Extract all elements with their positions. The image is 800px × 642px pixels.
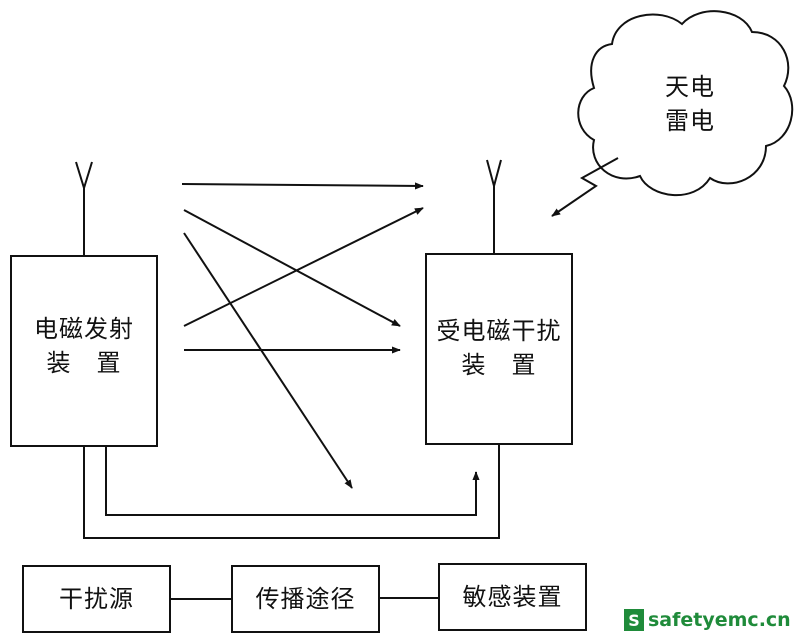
cloud-label-line2: 雷电 bbox=[665, 107, 715, 135]
transmitter-label-line2: 装 置 bbox=[46, 349, 122, 377]
receiver-antenna-icon bbox=[486, 159, 502, 254]
receiver-label-line2: 装 置 bbox=[461, 351, 537, 379]
watermark-logo-icon: S bbox=[624, 609, 644, 631]
radiation-arrow-cross-up bbox=[183, 207, 424, 327]
receiver-label-line1: 受电磁干扰 bbox=[436, 317, 562, 345]
watermark-text: safetyemc.cn bbox=[648, 609, 791, 631]
legend-sensitive-label: 敏感装置 bbox=[462, 583, 563, 611]
radiation-arrow-cross-down bbox=[183, 209, 401, 327]
watermark: S safetyemc.cn bbox=[624, 606, 791, 634]
legend-source-label: 干扰源 bbox=[59, 585, 134, 613]
transmitter-label-line1: 电磁发射 bbox=[34, 315, 134, 343]
cloud-label: 天电 雷电 bbox=[640, 70, 740, 138]
legend-path-label: 传播途径 bbox=[255, 585, 356, 613]
radiation-arrow-diagonal bbox=[183, 232, 353, 489]
lightning-bolt-icon bbox=[551, 157, 619, 217]
transmitter-label: 电磁发射 装 置 bbox=[11, 312, 157, 380]
receiver-label: 受电磁干扰 装 置 bbox=[426, 314, 572, 382]
conduction-path-outer bbox=[83, 444, 500, 539]
radiation-arrow-top bbox=[181, 182, 424, 190]
conduction-path-inner bbox=[105, 446, 480, 516]
cloud-label-line1: 天电 bbox=[665, 73, 715, 101]
transmitter-antenna-icon bbox=[75, 161, 93, 256]
cloud-icon bbox=[577, 10, 794, 196]
